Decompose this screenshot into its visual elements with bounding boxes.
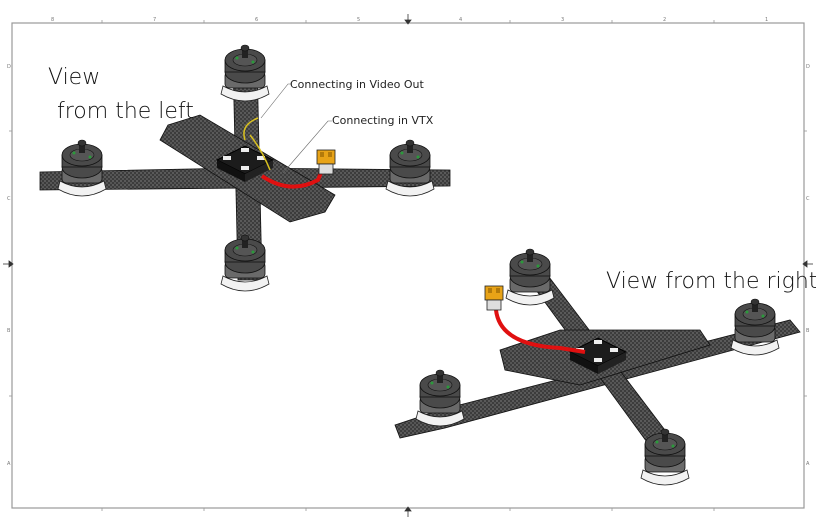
col-label: 5 bbox=[357, 17, 360, 23]
row-label: A bbox=[7, 461, 11, 467]
drone-right-view bbox=[394, 248, 801, 486]
right-view-title: View from the right bbox=[606, 269, 816, 294]
row-labels: D C B A D C B A bbox=[7, 64, 810, 467]
col-label: 1 bbox=[765, 17, 768, 23]
motor bbox=[57, 139, 107, 197]
col-label: 2 bbox=[663, 17, 666, 23]
centering-marks bbox=[3, 14, 813, 517]
callout-leader-vtx bbox=[282, 120, 332, 174]
col-label: 7 bbox=[153, 17, 156, 23]
signal-wires bbox=[243, 117, 271, 171]
col-label: 6 bbox=[255, 17, 258, 23]
motor bbox=[505, 248, 555, 306]
left-view-title-line1: View bbox=[48, 65, 100, 90]
col-label: 4 bbox=[459, 17, 462, 23]
row-label: C bbox=[7, 196, 11, 202]
top-zone-ticks bbox=[9, 20, 807, 511]
drone-left-view bbox=[39, 44, 451, 292]
left-view-title-line2: from the left bbox=[57, 99, 194, 124]
callout-video-out: Connecting in Video Out bbox=[290, 78, 424, 91]
row-label: D bbox=[806, 64, 810, 70]
column-labels: 8 7 6 5 4 3 2 1 bbox=[51, 17, 768, 23]
motor bbox=[730, 298, 780, 356]
motor bbox=[385, 139, 435, 197]
xt60-connector bbox=[316, 149, 336, 175]
row-label: A bbox=[806, 461, 810, 467]
motor bbox=[220, 44, 270, 102]
col-label: 3 bbox=[561, 17, 564, 23]
motor bbox=[415, 369, 465, 427]
power-wire bbox=[494, 309, 586, 354]
callout-leader-video-out bbox=[260, 83, 292, 119]
power-wire bbox=[260, 169, 324, 189]
motor bbox=[220, 234, 270, 292]
row-label: B bbox=[7, 328, 11, 334]
callout-vtx: Connecting in VTX bbox=[332, 114, 434, 127]
xt60-connector bbox=[484, 285, 504, 311]
row-label: C bbox=[806, 196, 810, 202]
row-label: D bbox=[7, 64, 11, 70]
row-label: B bbox=[806, 328, 810, 334]
col-label: 8 bbox=[51, 17, 54, 23]
